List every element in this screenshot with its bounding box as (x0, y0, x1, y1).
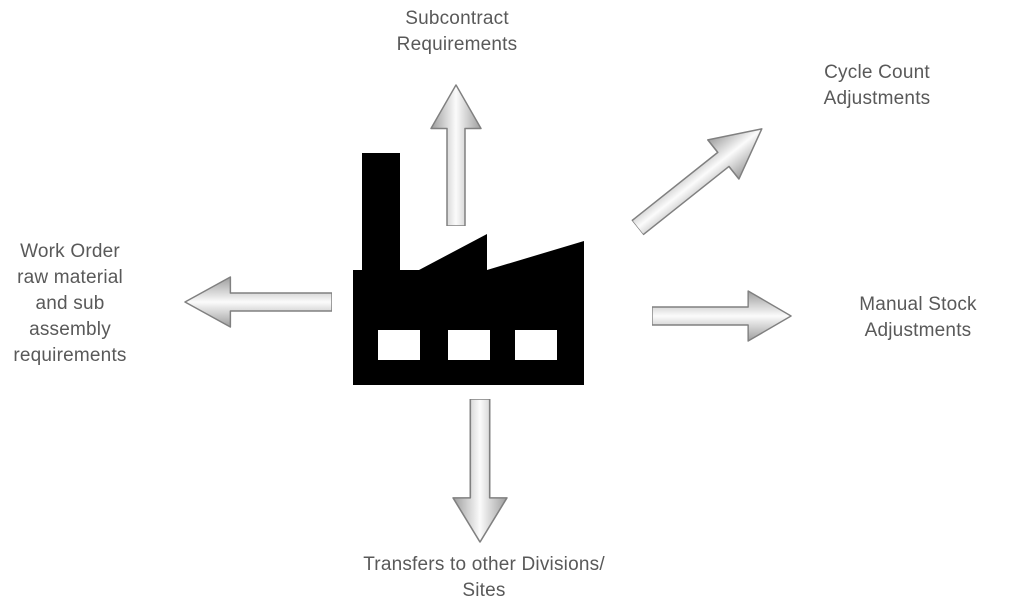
factory-window (515, 330, 557, 360)
arrow-left-icon (184, 276, 332, 328)
factory-icon (353, 153, 584, 385)
arrow-up-right-icon (621, 108, 779, 249)
factory-window (448, 330, 490, 360)
label-line: Adjustments (864, 320, 972, 341)
label-line: Transfers to other Divisions/ (363, 554, 605, 575)
label-line: Cycle Count (824, 62, 930, 83)
arrow-down-icon (452, 399, 508, 543)
label-line: raw material (17, 267, 123, 288)
label-line: Adjustments (823, 88, 931, 109)
label-line: assembly (29, 319, 111, 340)
label-line: Sites (462, 580, 506, 601)
label-transfers-to-other-divisions: Transfers to other Divisions/ Sites (334, 552, 634, 604)
label-subcontract-requirements: Subcontract Requirements (357, 6, 557, 58)
label-manual-stock-adjustments: Manual Stock Adjustments (818, 292, 1018, 344)
label-work-order-requirements: Work Order raw material and sub assembly… (0, 239, 140, 369)
label-cycle-count-adjustments: Cycle Count Adjustments (777, 60, 977, 112)
factory-window (378, 330, 420, 360)
arrow-right-icon (652, 290, 792, 342)
arrow-up-icon (430, 84, 482, 226)
label-line: Manual Stock (859, 294, 977, 315)
label-line: Subcontract (405, 8, 509, 29)
label-line: and sub (35, 293, 105, 314)
label-line: Requirements (396, 34, 518, 55)
label-line: requirements (13, 345, 127, 366)
label-line: Work Order (20, 241, 120, 262)
